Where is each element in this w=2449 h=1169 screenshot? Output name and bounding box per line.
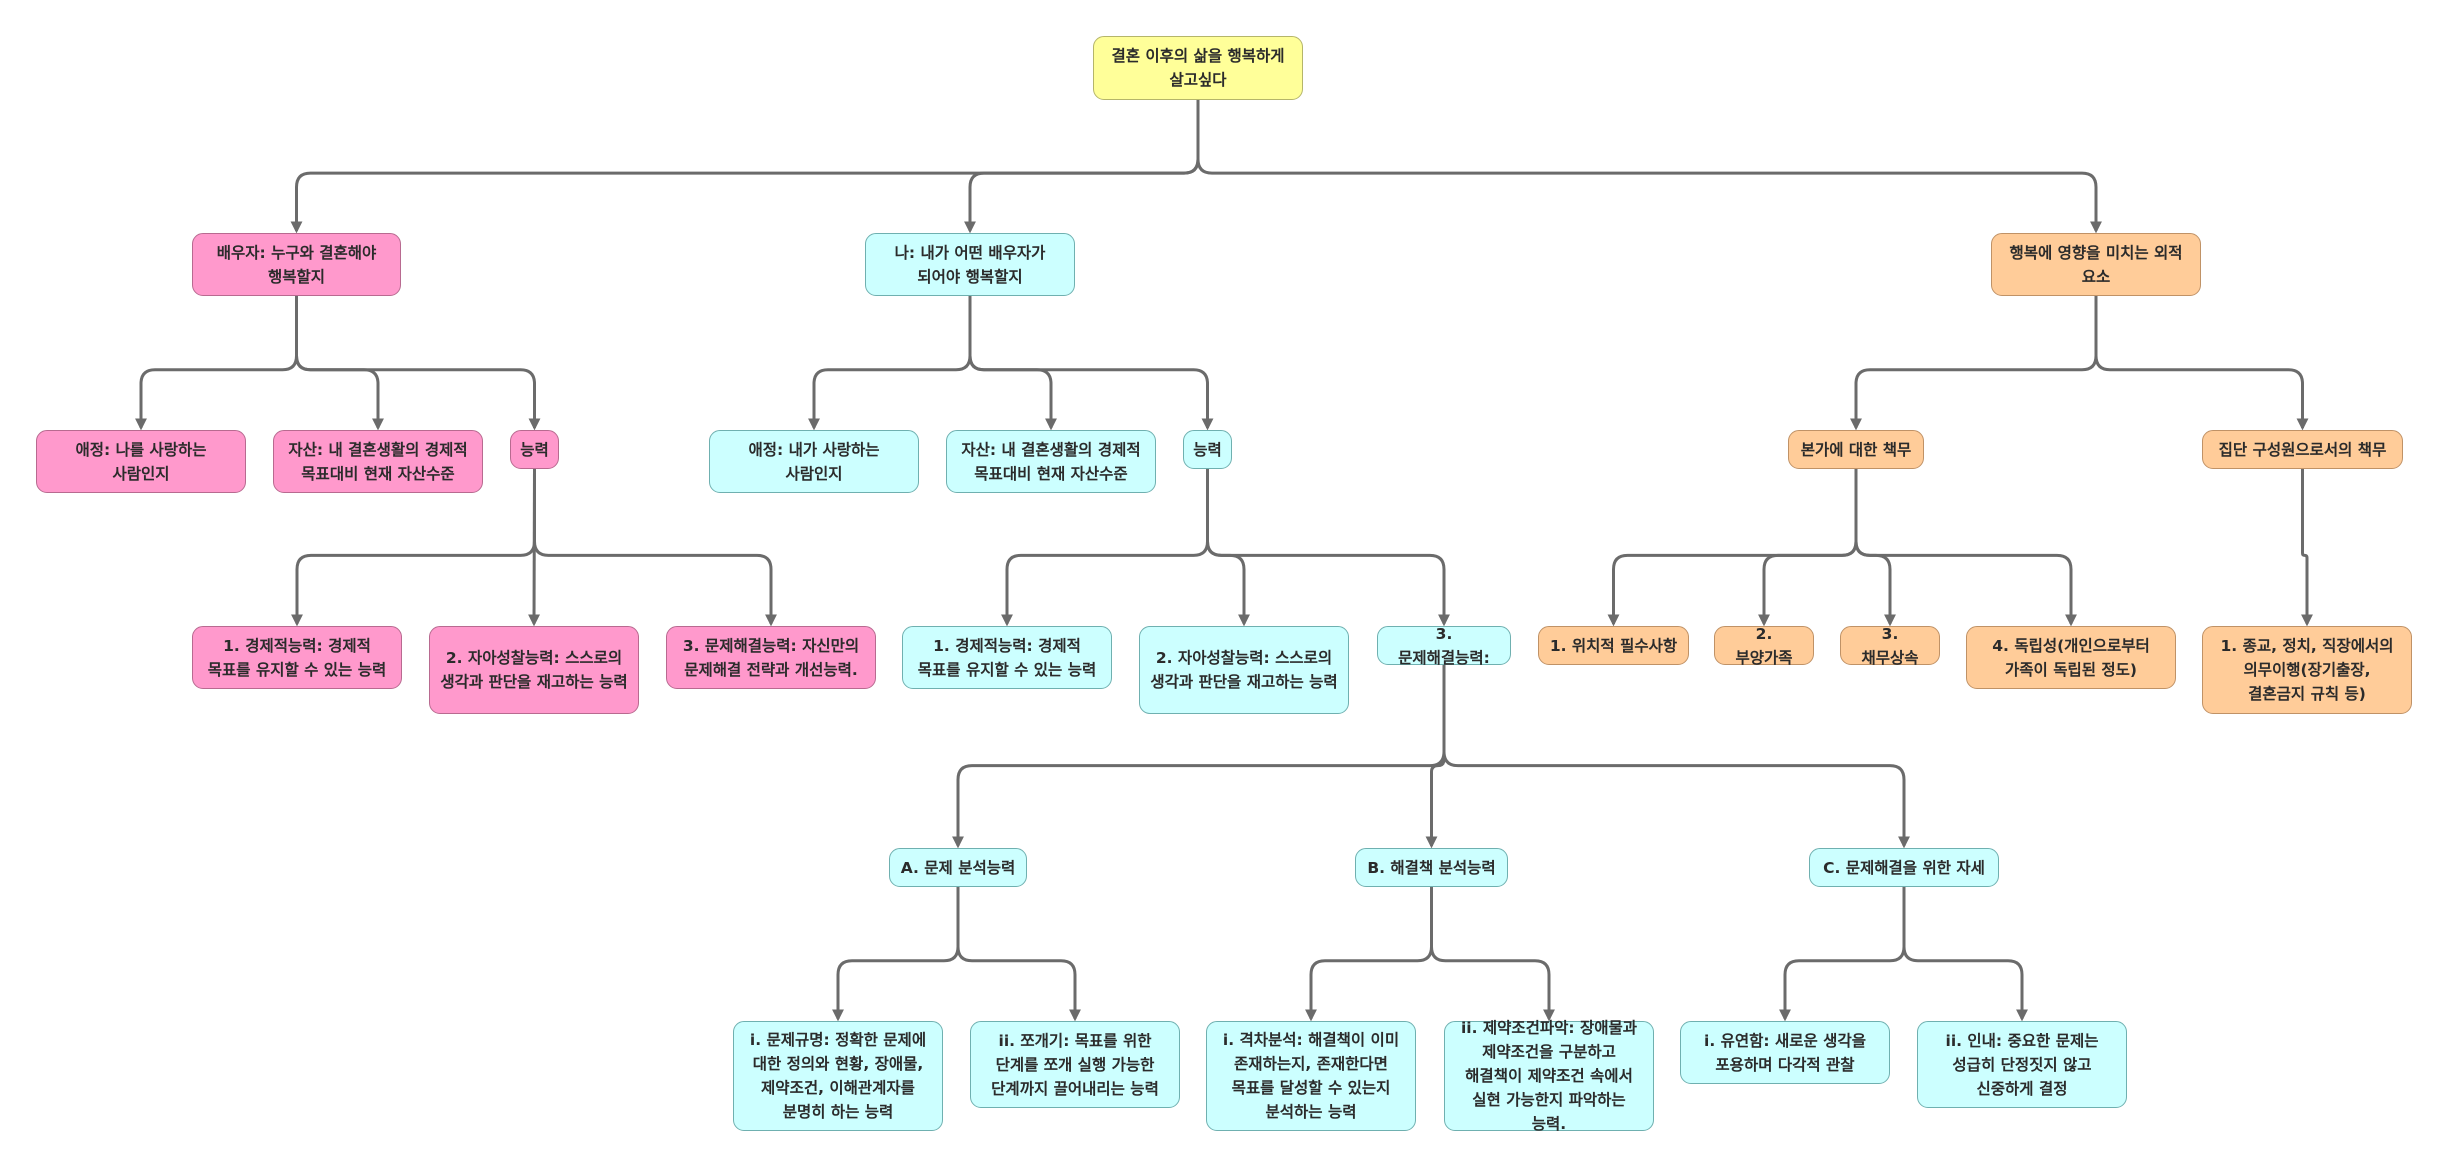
spouse-assets-node: 자산: 내 결혼생활의 경제적 목표대비 현재 자산수준 — [273, 430, 483, 493]
self-assets-node: 자산: 내 결혼생활의 경제적 목표대비 현재 자산수준 — [946, 430, 1156, 493]
connector-line — [1442, 665, 1910, 849]
spouse-affection-node: 애정: 나를 사랑하는 사람인지 — [36, 430, 246, 493]
connector-line — [533, 469, 777, 627]
spouse-node: 배우자: 누구와 결혼해야 행복할지 — [192, 233, 401, 296]
connector-line — [1850, 296, 2098, 431]
root-node: 결혼 이후의 삶을 행복하게 살고싶다 — [1093, 36, 1303, 100]
gap-analysis-node: i. 격차분석: 해결책이 이미 존재하는지, 존재한다면 목표를 달성할 수 … — [1206, 1021, 1416, 1131]
connector-line — [2094, 296, 2309, 431]
problem-analysis-node: A. 문제 분석능력 — [889, 848, 1027, 887]
spouse-ability-node: 능력 — [510, 430, 559, 469]
connector-line — [1430, 887, 1555, 1022]
connector-line — [1305, 887, 1433, 1022]
connector-line — [808, 296, 972, 431]
group-duty-node: 집단 구성원으로서의 책무 — [2202, 430, 2403, 469]
constraint-identification-node: ii. 제약조건파악: 장애물과 제약조건을 구분하고 해결책이 제약조건 속에… — [1444, 1019, 1654, 1133]
spouse-ability-problem-solving-node: 3. 문제해결능력: 자신만의 문제해결 전략과 개선능력. — [666, 626, 876, 689]
spouse-ability-reflection-node: 2. 자아성찰능력: 스스로의 생각과 판단을 재고하는 능력 — [429, 626, 639, 714]
independence-node: 4. 독립성(개인으로부터 가족이 독립된 정도) — [1966, 626, 2176, 689]
connector-line — [1425, 665, 1446, 849]
connector-line — [135, 296, 298, 431]
connector-line — [290, 100, 1200, 234]
self-affection-node: 애정: 내가 사랑하는 사람인지 — [709, 430, 919, 493]
connector-line — [1854, 469, 1896, 627]
self-ability-economic-node: 1. 경제적능력: 경제적 목표를 유지할 수 있는 능력 — [902, 626, 1112, 689]
self-ability-problem-solving-node: 3. 문제해결능력: — [1377, 625, 1511, 667]
connector-line — [964, 100, 1200, 234]
flexibility-node: i. 유연함: 새로운 생각을 포용하며 다각적 관찰 — [1680, 1021, 1890, 1084]
connector-line — [1758, 469, 1858, 627]
patience-node: ii. 인내: 중요한 문제는 성급히 단정짓지 않고 신중하게 결정 — [1917, 1021, 2127, 1108]
breakdown-node: ii. 쪼개기: 목표를 위한 단계를 쪼개 실행 가능한 단계까지 끌어내리는… — [970, 1021, 1180, 1108]
connector-line — [295, 296, 541, 431]
problem-definition-node: i. 문제규명: 정확한 문제에 대한 정의와 현황, 장애물, 제약조건, 이… — [733, 1021, 943, 1131]
connector-line — [968, 296, 1214, 431]
connector-line — [832, 887, 960, 1022]
connector-line — [956, 887, 1081, 1022]
solution-analysis-node: B. 해결책 분석능력 — [1355, 848, 1508, 887]
self-node: 나: 내가 어떤 배우자가 되어야 행복할지 — [865, 233, 1075, 296]
connector-line — [1206, 469, 1450, 627]
connector-line — [1607, 469, 1858, 627]
obligation-node: 1. 종교, 정치, 직장에서의 의무이행(장기출장, 결혼금지 규칙 등) — [2202, 626, 2412, 714]
problem-solving-attitude-node: C. 문제해결을 위한 자세 — [1809, 848, 1999, 887]
family-duty-node: 본가에 대한 책무 — [1788, 430, 1924, 469]
connector-line — [1206, 469, 1250, 627]
debt-inheritance-node: 3. 채무상속 — [1840, 625, 1940, 667]
self-ability-node: 능력 — [1183, 430, 1232, 469]
self-ability-reflection-node: 2. 자아성찰능력: 스스로의 생각과 판단을 재고하는 능력 — [1139, 626, 1349, 714]
external-factors-node: 행복에 영향을 미치는 외적 요소 — [1991, 233, 2201, 296]
dependents-node: 2. 부양가족 — [1714, 625, 1814, 667]
spouse-ability-economic-node: 1. 경제적능력: 경제적 목표를 유지할 수 있는 능력 — [192, 626, 402, 689]
connector-line — [968, 296, 1057, 431]
connector-line — [1196, 100, 2102, 234]
connector-line — [1779, 887, 1906, 1022]
connector-line — [295, 296, 384, 431]
connector-line — [2301, 469, 2313, 627]
location-requirement-node: 1. 위치적 필수사항 — [1538, 626, 1689, 665]
connector-line — [1854, 469, 2077, 627]
connector-line — [1902, 887, 2028, 1022]
